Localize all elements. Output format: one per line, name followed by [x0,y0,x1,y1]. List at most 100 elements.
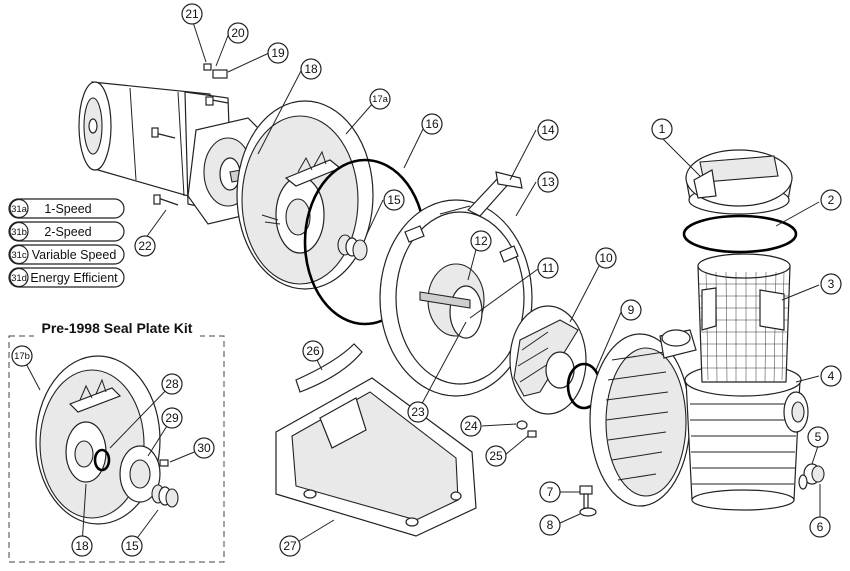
callout-24: 24 [460,415,482,437]
callout-label: 20 [231,26,245,40]
callout-27: 27 [279,535,301,557]
callout-label: 30 [197,441,211,455]
callout-label: 19 [271,46,285,60]
strainer-pot-4 [684,363,809,511]
callout-11: 11 [537,257,559,279]
callout-13: 13 [537,171,559,193]
callout-label: 27 [283,539,297,553]
callout-28: 28 [161,373,183,395]
callout-label: 21 [185,7,199,21]
callout-23: 23 [407,401,429,423]
callout-label: 18 [75,539,89,553]
callout-label: 12 [474,234,488,248]
hardware-24-25 [516,420,537,438]
callout-label: 28 [165,377,179,391]
callout-5: 5 [807,426,829,448]
callout-label: 14 [541,123,555,137]
callout-label: 29 [165,411,179,425]
callout-label: 1 [659,122,666,136]
strainer-basket-3 [697,253,791,383]
callout-label: 9 [628,303,635,317]
legend-label: 2-Speed [44,225,91,239]
callout-3: 3 [820,273,842,295]
callout-25: 25 [485,445,507,467]
seal-plate-17a [236,100,374,290]
callout-label: 16 [425,117,439,131]
motor-speed-legend: 31a 1-Speed 31b 2-Speed 31c Variable Spe… [8,198,125,288]
callout-18-kit: 18 [71,535,93,557]
callout-label: 25 [489,449,503,463]
terminal-hardware [203,63,228,79]
clamp-handle-14 [439,171,523,217]
callout-30: 30 [193,437,215,459]
callout-label: 11 [542,261,555,275]
callout-21: 21 [181,3,203,25]
callout-label: 5 [815,430,822,444]
callout-4: 4 [820,365,842,387]
legend-label: Variable Speed [32,248,117,262]
callout-17b: 17b [11,345,33,367]
legend-item-31a: 31a 1-Speed [8,198,125,219]
callout-label: 17b [14,351,30,362]
callout-label: 6 [817,520,824,534]
callout-label: 15 [387,193,401,207]
callout-12: 12 [470,230,492,252]
legend-item-31c: 31c Variable Speed [8,244,125,265]
kit-title: Pre-1998 Seal Plate Kit [42,320,193,336]
legend-code: 31b [11,227,27,238]
base-spacer-26 [295,343,363,393]
callout-label: 10 [599,251,613,265]
callout-20: 20 [227,22,249,44]
callout-9: 9 [620,299,642,321]
base-27 [275,377,477,537]
callout-15-kit: 15 [121,535,143,557]
callout-label: 23 [411,405,425,419]
legend-code: 31c [11,250,27,261]
callout-label: 17a [372,94,389,105]
callout-7: 7 [539,481,561,503]
callout-label: 26 [306,344,320,358]
shaft-seal-15 [337,234,368,261]
strainer-lid-1 [685,149,793,215]
drain-plug-5-6 [798,463,825,490]
callout-label: 13 [541,175,555,189]
callout-14: 14 [537,119,559,141]
callout-15: 15 [383,189,405,211]
callout-label: 7 [547,485,554,499]
legend-code: 31a [11,204,28,215]
callout-10: 10 [595,247,617,269]
callout-label: 24 [464,419,478,433]
legend-label: 1-Speed [44,202,91,216]
callout-label: 2 [828,193,835,207]
callout-6: 6 [809,516,831,538]
callout-label: 18 [304,62,318,76]
o-ring-2 [682,214,798,254]
callout-19: 19 [267,42,289,64]
motor-assembly [78,81,271,225]
legend-label: Energy Efficient [30,271,118,285]
callout-22: 22 [134,235,156,257]
bolt-7-washer-8 [579,485,597,517]
callout-8: 8 [539,514,561,536]
callouts: 1 2 3 4 5 6 7 8 9 10 11 12 13 14 15 16 1… [11,3,842,557]
callout-label: 22 [138,239,152,253]
diffuser-housing-13 [379,199,533,397]
callout-18: 18 [300,58,322,80]
callout-1: 1 [651,118,673,140]
callout-17a: 17a [369,88,391,110]
callout-26: 26 [302,340,324,362]
callout-label: 8 [547,518,554,532]
callout-16: 16 [421,113,443,135]
diffuser-10 [509,305,587,415]
seal-plate-kit-box: Pre-1998 Seal Plate Kit [8,318,225,563]
callout-label: 4 [828,369,835,383]
legend-item-31b: 31b 2-Speed [8,221,125,242]
callout-label: 3 [828,277,835,291]
callout-label: 15 [125,539,139,553]
callout-2: 2 [820,189,842,211]
legend-code: 31d [11,273,27,284]
legend-item-31d: 31d Energy Efficient [8,267,125,288]
callout-29: 29 [161,407,183,429]
pump-housing [589,329,697,507]
